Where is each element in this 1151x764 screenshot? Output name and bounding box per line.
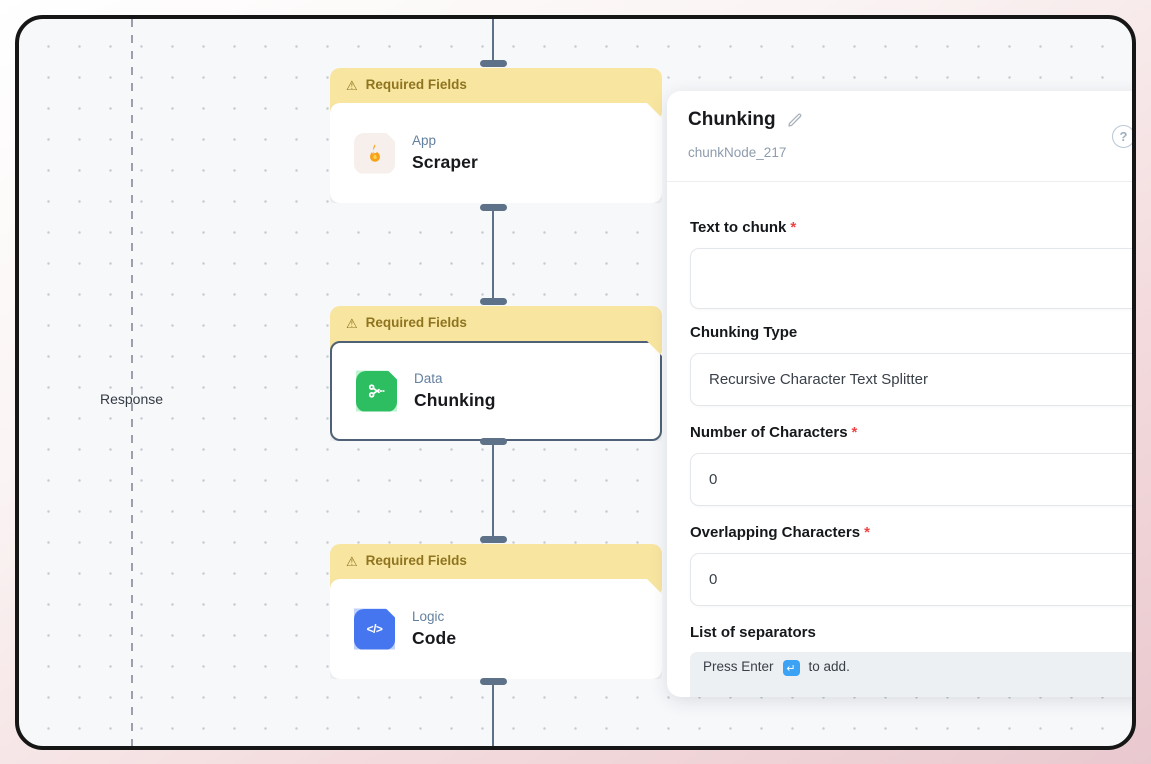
number-of-characters-input[interactable]: 0	[690, 453, 1132, 506]
node-code[interactable]: ⚠ Required Fields </> Logic Code	[330, 544, 662, 679]
code-output-handle[interactable]	[480, 678, 507, 685]
warning-icon: ⚠	[346, 78, 358, 93]
chunking-output-handle[interactable]	[480, 438, 507, 445]
node-category: Logic	[412, 609, 445, 624]
node-category: App	[412, 133, 437, 148]
response-label: Response	[100, 391, 164, 407]
edge-top	[492, 19, 495, 63]
overlapping-characters-input[interactable]: 0	[690, 553, 1132, 606]
node-name: Chunking	[414, 390, 496, 410]
banner-label: Required Fields	[365, 553, 467, 568]
field-label-overlapping-characters: Overlapping Characters*	[690, 524, 870, 541]
required-asterisk: *	[864, 524, 870, 541]
tag-hint-prefix: Press Enter	[703, 659, 774, 674]
chunking-card[interactable]: Data Chunking	[330, 341, 662, 441]
warning-icon: ⚠	[346, 554, 358, 569]
edge-chunking-code	[492, 441, 495, 539]
banner-label: Required Fields	[365, 315, 467, 330]
scissors-icon	[356, 371, 397, 412]
panel-title: Chunking	[688, 109, 776, 130]
node-config-panel: Chunking chunkNode_217 ? Text to chunk* …	[667, 91, 1132, 697]
node-scraper[interactable]: ⚠ Required Fields App Scraper	[330, 68, 662, 203]
field-label-chunking-type: Chunking Type	[690, 324, 798, 341]
node-id: chunkNode_217	[688, 145, 787, 160]
field-label-list-of-separators: List of separators	[690, 624, 816, 641]
help-icon[interactable]: ?	[1112, 125, 1132, 148]
node-category: Data	[414, 371, 443, 386]
scraper-output-handle[interactable]	[480, 204, 507, 211]
edge-bottom	[492, 681, 495, 746]
panel-divider	[667, 181, 1132, 182]
node-name: Scraper	[412, 152, 478, 172]
flame-icon	[354, 133, 395, 174]
separators-tag-input[interactable]: Press Enter ↵ to add.	[690, 652, 1132, 697]
chunking-input-handle[interactable]	[480, 298, 507, 305]
enter-key-icon: ↵	[782, 660, 800, 676]
app-window: Response ⚠ Required Fields	[15, 15, 1136, 750]
code-icon: </>	[354, 609, 395, 650]
node-name: Code	[412, 628, 457, 648]
banner-label: Required Fields	[365, 77, 467, 92]
scraper-card[interactable]: App Scraper	[330, 103, 662, 203]
code-input-handle[interactable]	[480, 536, 507, 543]
edit-title-icon[interactable]	[786, 112, 803, 129]
edge-scraper-chunking	[492, 207, 495, 301]
required-asterisk: *	[851, 424, 858, 441]
tag-hint-suffix: to add.	[808, 659, 850, 674]
node-chunking[interactable]: ⚠ Required Fields Data Chunking	[330, 306, 662, 441]
field-label-number-of-characters: Number of Characters*	[690, 424, 858, 441]
warning-icon: ⚠	[346, 316, 358, 331]
field-label-text-to-chunk: Text to chunk*	[690, 219, 797, 236]
text-to-chunk-input[interactable]	[690, 248, 1132, 309]
response-boundary-line	[131, 19, 133, 746]
scraper-input-handle[interactable]	[480, 60, 507, 67]
required-asterisk: *	[790, 219, 797, 236]
chunking-type-select[interactable]: Recursive Character Text Splitter	[690, 353, 1132, 406]
code-card[interactable]: </> Logic Code	[330, 579, 662, 679]
